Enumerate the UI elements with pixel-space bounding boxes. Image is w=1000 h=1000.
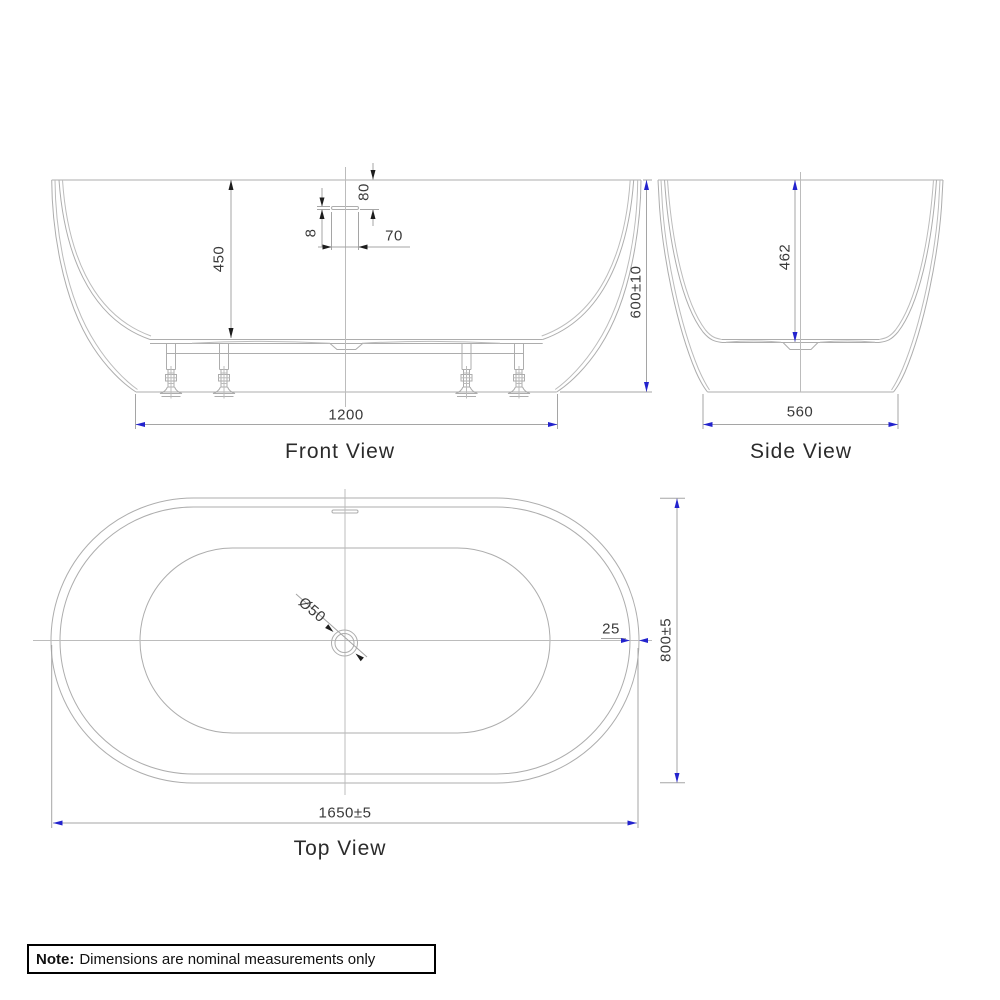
dim-side-base-width: 560 bbox=[786, 403, 814, 421]
dim-front-overflow-width: 70 bbox=[385, 227, 403, 245]
front-view-dimensions bbox=[135, 163, 652, 429]
dim-side-interior-depth: 462 bbox=[776, 243, 794, 271]
dim-top-rim-width: 25 bbox=[602, 620, 620, 638]
top-view-label: Top View bbox=[293, 837, 387, 860]
note-text: Dimensions are nominal measurements only bbox=[79, 950, 376, 968]
side-view-label: Side View bbox=[749, 440, 853, 463]
note-box: Note: Dimensions are nominal measurement… bbox=[27, 944, 436, 974]
adjustable-foot bbox=[455, 343, 478, 399]
front-view-feet bbox=[159, 343, 531, 399]
adjustable-foot bbox=[212, 343, 236, 399]
dim-front-overflow-height: 8 bbox=[302, 228, 320, 238]
front-view-geometry bbox=[51, 167, 642, 407]
dim-front-base-width: 1200 bbox=[328, 406, 364, 424]
dim-top-width: 800±5 bbox=[657, 617, 675, 663]
dim-front-interior-depth: 450 bbox=[210, 245, 228, 273]
top-view-dimensions bbox=[51, 497, 685, 828]
side-view-geometry bbox=[657, 172, 944, 393]
dim-top-length: 1650±5 bbox=[318, 804, 372, 822]
front-view-label: Front View bbox=[285, 440, 395, 463]
side-view-dimensions bbox=[702, 180, 899, 429]
top-view-geometry bbox=[33, 489, 652, 795]
dim-front-overflow-drop: 80 bbox=[355, 183, 373, 201]
adjustable-foot bbox=[507, 343, 531, 399]
dim-front-total-height: 600±10 bbox=[627, 265, 645, 319]
adjustable-foot bbox=[159, 343, 183, 399]
note-prefix: Note: bbox=[36, 950, 75, 968]
